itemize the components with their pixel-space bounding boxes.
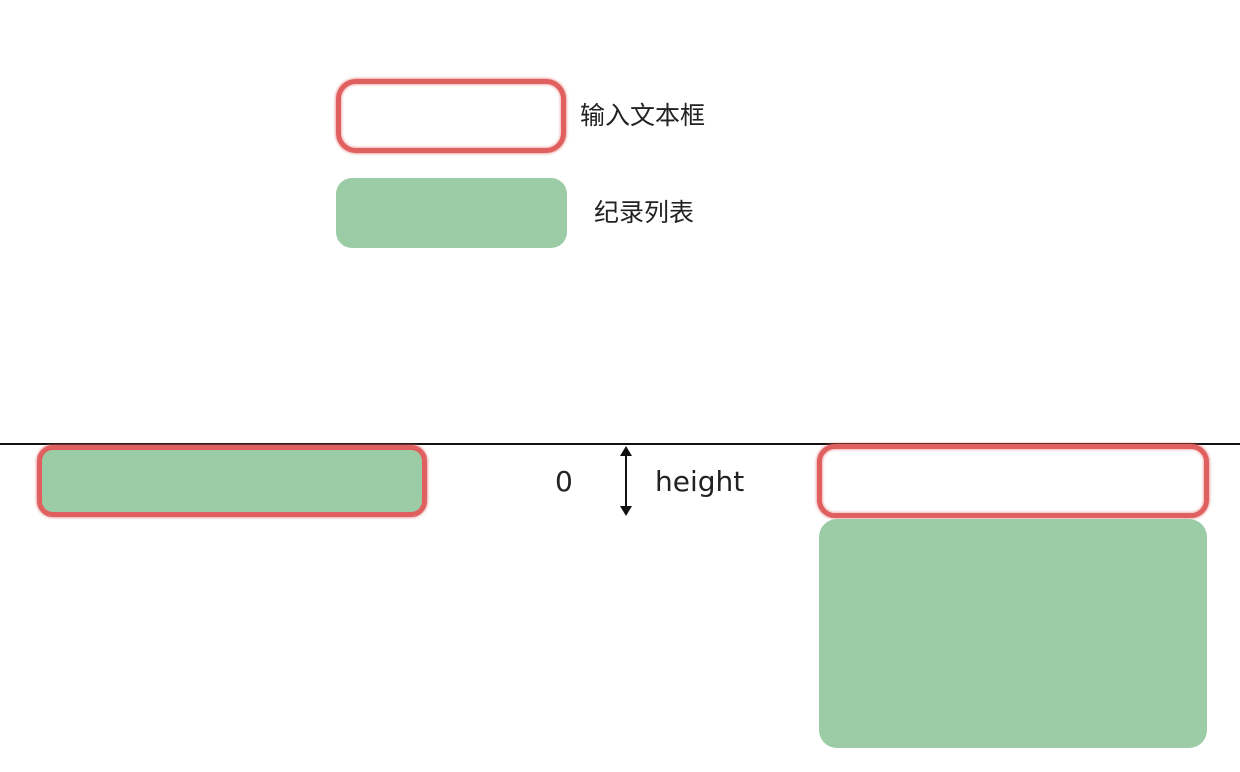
- legend-input-label: 输入文本框: [580, 101, 706, 130]
- double-arrow-icon: [620, 446, 632, 516]
- expanded-input-box: [817, 444, 1209, 518]
- legend-list-swatch: [336, 178, 567, 248]
- legend-list-label: 纪录列表: [594, 198, 695, 227]
- baseline: [0, 443, 1240, 445]
- legend-input-swatch: [336, 79, 566, 153]
- height-label: height: [655, 465, 745, 498]
- expanded-list-box: [819, 519, 1207, 748]
- collapsed-list-box: [37, 445, 427, 517]
- zero-height-label: 0: [555, 465, 573, 498]
